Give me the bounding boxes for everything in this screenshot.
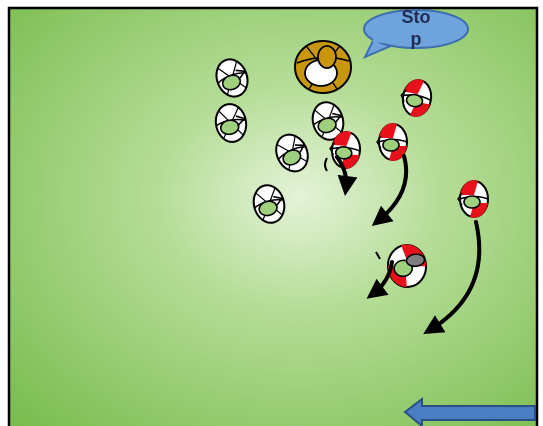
player-gold-icon — [295, 41, 351, 93]
callout-line-1: Sto — [402, 7, 431, 27]
callout-line-2: p — [411, 29, 422, 49]
